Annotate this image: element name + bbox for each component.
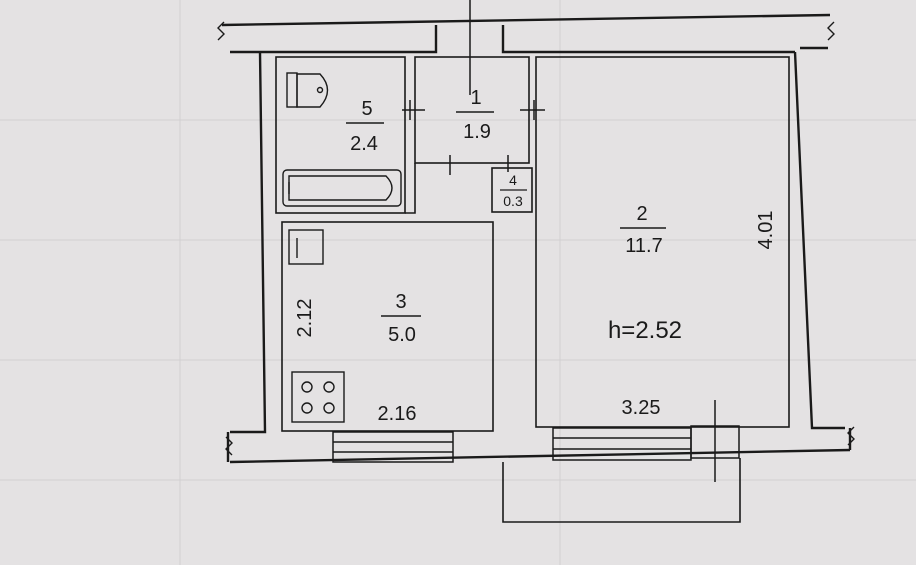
room-area-2: 11.7 [625,235,662,257]
stove-icon [291,371,345,423]
room-number-5: 5 [361,98,372,120]
door-marks [402,100,545,175]
room-label-5: 5 2.4 [346,98,384,155]
window-kitchen [332,431,454,463]
balcony-outline [502,458,741,523]
dimension-room2-width: 3.25 [622,397,661,419]
room-area-1: 1.9 [463,121,491,143]
toilet-icon [286,72,329,108]
wall-break-marks [217,21,855,456]
room-number-3: 3 [395,291,406,313]
room-area-5: 2.4 [350,133,378,155]
room-number-4: 4 [509,172,517,188]
ceiling-height: h=2.52 [608,317,682,344]
room-area-4: 0.3 [503,193,523,209]
room-number-2: 2 [636,203,647,225]
room-label-4: 4 0.3 [500,172,527,209]
dimension-room3-depth: 2.12 [294,299,316,338]
bathtub-icon [282,169,402,207]
balcony-door [690,400,740,482]
room-label-3: 3 5.0 [381,291,421,346]
room-label-2: 2 11.7 [620,203,666,257]
room-area-3: 5.0 [388,324,416,346]
dimension-room3-width: 2.16 [378,403,417,425]
room-label-1: 1 1.9 [456,87,494,143]
dimension-room2-depth: 4.01 [755,211,777,250]
sink-icon [288,229,324,265]
room-number-1: 1 [470,87,481,109]
interior-walls [275,56,790,432]
